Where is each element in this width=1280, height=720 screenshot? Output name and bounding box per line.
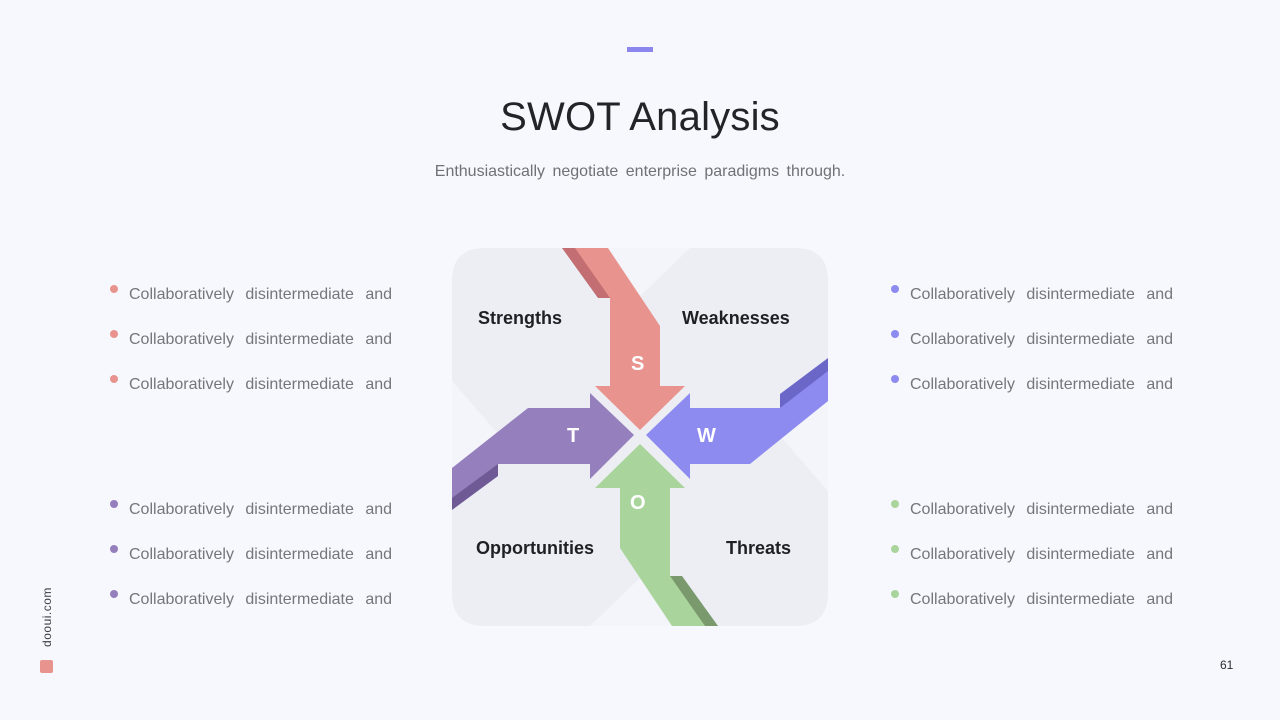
o-letter: O	[630, 492, 646, 514]
strengths-label: Strengths	[478, 308, 563, 328]
bullet-dot	[891, 545, 899, 553]
strengths-list: Collaboratively disintermediate and Coll…	[110, 285, 410, 421]
w-arrow	[646, 371, 828, 479]
page-subtitle: Enthusiastically negotiate enterprise pa…	[434, 163, 846, 180]
list-item-text: Collaboratively disintermediate and	[910, 286, 1174, 303]
t-letter: T	[567, 425, 580, 447]
w-letter: W	[697, 425, 716, 447]
bullet-dot	[891, 330, 899, 338]
bullet-dot	[110, 375, 118, 383]
opportunities-label: Opportunities	[476, 538, 594, 558]
s-arrow-fold	[562, 248, 612, 298]
weaknesses-list: Collaboratively disintermediate and Coll…	[891, 285, 1191, 421]
bullet-dot	[891, 500, 899, 508]
weaknesses-label: Weaknesses	[682, 308, 790, 328]
list-item: Collaboratively disintermediate and	[110, 590, 410, 636]
list-item-text: Collaboratively disintermediate and	[910, 591, 1174, 608]
list-item: Collaboratively disintermediate and	[110, 500, 410, 546]
list-item-text: Collaboratively disintermediate and	[910, 331, 1174, 348]
list-item-text: Collaboratively disintermediate and	[129, 501, 393, 518]
swot-diagram: Strengths Weaknesses Opportunities Threa…	[450, 246, 830, 628]
threats-list: Collaboratively disintermediate and Coll…	[891, 500, 1191, 636]
list-item-text: Collaboratively disintermediate and	[910, 501, 1174, 518]
o-arrow	[595, 444, 705, 626]
list-item-text: Collaboratively disintermediate and	[910, 376, 1174, 393]
list-item-text: Collaboratively disintermediate and	[129, 591, 393, 608]
list-item: Collaboratively disintermediate and	[891, 500, 1191, 546]
brand-text: dooui.com	[40, 587, 54, 647]
bullet-dot	[110, 330, 118, 338]
w-arrow-fold	[780, 358, 828, 408]
s-letter: S	[631, 353, 645, 375]
brand-watermark: dooui.com	[39, 587, 55, 648]
list-item-text: Collaboratively disintermediate and	[129, 331, 393, 348]
o-arrow-fold	[668, 576, 718, 626]
bullet-dot	[110, 590, 118, 598]
list-item-text: Collaboratively disintermediate and	[129, 546, 393, 563]
list-item: Collaboratively disintermediate and	[891, 590, 1191, 636]
t-arrow	[452, 393, 634, 498]
bullet-dot	[891, 590, 899, 598]
list-item: Collaboratively disintermediate and	[110, 375, 410, 421]
t-arrow-fold	[452, 462, 498, 510]
list-item: Collaboratively disintermediate and	[891, 285, 1191, 331]
list-item: Collaboratively disintermediate and	[891, 330, 1191, 376]
bullet-dot	[110, 545, 118, 553]
title-accent-bar	[627, 47, 653, 52]
diagram-background-tile	[452, 248, 828, 626]
page-title: SWOT Analysis	[500, 95, 780, 139]
list-item: Collaboratively disintermediate and	[891, 375, 1191, 421]
list-item-text: Collaboratively disintermediate and	[129, 286, 393, 303]
list-item: Collaboratively disintermediate and	[110, 545, 410, 591]
s-arrow	[575, 248, 685, 430]
list-item-text: Collaboratively disintermediate and	[129, 376, 393, 393]
list-item-text: Collaboratively disintermediate and	[910, 546, 1174, 563]
threats-label: Threats	[726, 538, 792, 558]
list-item: Collaboratively disintermediate and	[110, 330, 410, 376]
bullet-dot	[891, 285, 899, 293]
bullet-dot	[110, 285, 118, 293]
brand-square	[40, 660, 53, 673]
opportunities-list: Collaboratively disintermediate and Coll…	[110, 500, 410, 636]
bullet-dot	[891, 375, 899, 383]
bullet-dot	[110, 500, 118, 508]
list-item: Collaboratively disintermediate and	[110, 285, 410, 331]
page-number: 61	[1220, 658, 1234, 672]
swot-graphic	[452, 248, 828, 626]
list-item: Collaboratively disintermediate and	[891, 545, 1191, 591]
